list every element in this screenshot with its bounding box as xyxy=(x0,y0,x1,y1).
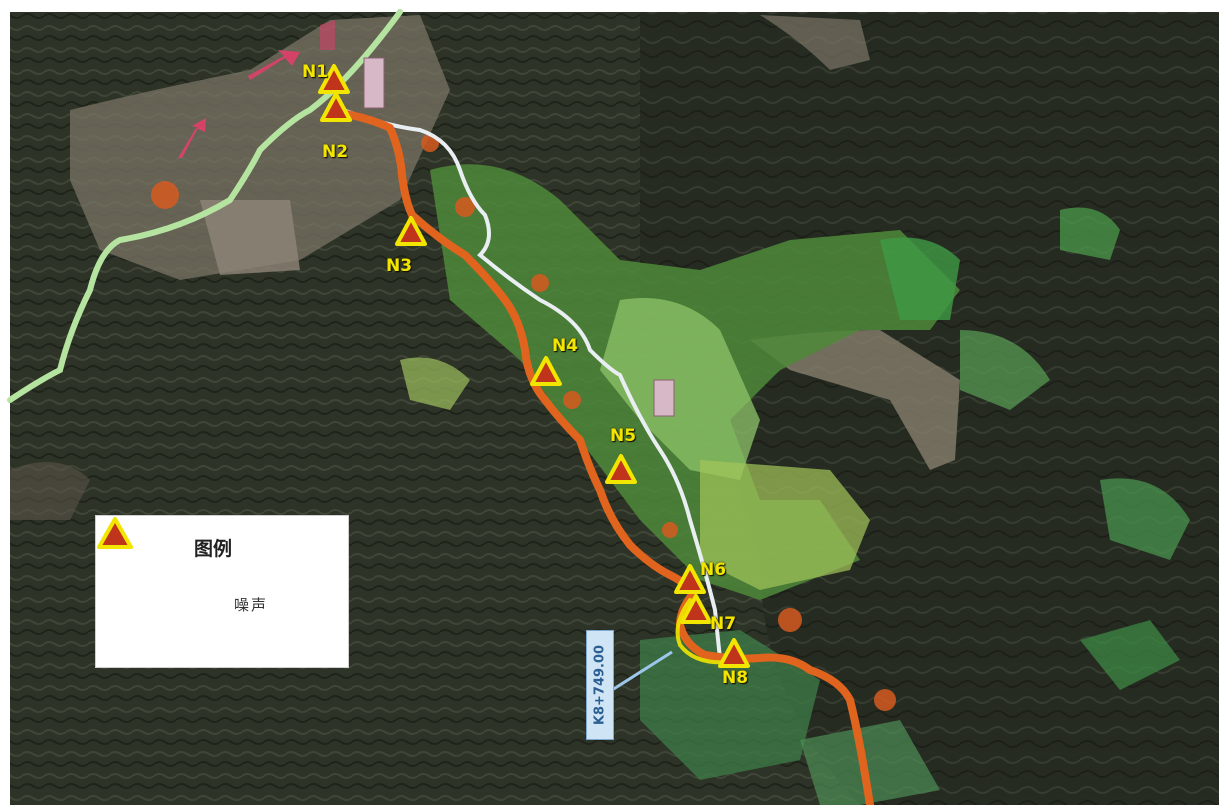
village-area-2 xyxy=(200,200,300,275)
route-highlight xyxy=(675,598,732,665)
point-label-n3: N3 xyxy=(386,256,413,276)
callout-line xyxy=(611,650,673,692)
route-callout-label: K8+749.00 xyxy=(586,630,614,740)
green-field-11 xyxy=(800,720,940,805)
point-label-n2: N2 xyxy=(322,142,349,162)
monitoring-point-n1[interactable] xyxy=(318,64,350,94)
left-margin xyxy=(0,0,10,805)
bare-top-right xyxy=(760,15,870,70)
monitoring-point-n2[interactable] xyxy=(320,92,352,122)
green-field-5 xyxy=(960,330,1050,410)
monitoring-point-n7[interactable] xyxy=(680,594,712,624)
point-label-n5: N5 xyxy=(610,426,637,446)
point-label-n4: N4 xyxy=(552,336,579,356)
route-callout-text: K8+749.00 xyxy=(592,644,608,726)
building-marker-2 xyxy=(653,379,675,417)
green-field-7 xyxy=(1100,478,1190,560)
route-line xyxy=(336,109,874,805)
top-margin xyxy=(0,0,1219,12)
green-field-3 xyxy=(700,460,870,590)
monitoring-point-n4[interactable] xyxy=(530,356,562,386)
monitoring-point-n5[interactable] xyxy=(605,454,637,484)
monitoring-points xyxy=(318,64,750,668)
red-arrows xyxy=(178,20,335,158)
point-label-n6: N6 xyxy=(700,560,727,580)
orange-patches xyxy=(151,134,896,711)
monitoring-point-n8[interactable] xyxy=(718,638,750,668)
map-legend: 图例 噪声 xyxy=(95,515,349,668)
legend-title: 图例 xyxy=(194,538,233,560)
point-label-n8: N8 xyxy=(722,668,749,688)
legend-item-label: 噪声 xyxy=(234,596,269,614)
river-line xyxy=(7,9,403,403)
green-field-6 xyxy=(1060,207,1120,260)
green-field-9 xyxy=(640,630,820,780)
building-marker-1 xyxy=(363,57,385,109)
green-field-4 xyxy=(880,237,960,320)
bare-ridge xyxy=(750,330,960,470)
green-field-2 xyxy=(600,298,760,480)
monitoring-point-n3[interactable] xyxy=(395,216,427,246)
monitoring-point-n6[interactable] xyxy=(674,564,706,594)
point-label-n7: N7 xyxy=(710,614,737,634)
green-field-10 xyxy=(400,357,470,410)
point-label-n1: N1 xyxy=(302,62,329,82)
green-field-8 xyxy=(1080,620,1180,690)
triangle-marker-icon xyxy=(97,517,133,549)
road-line xyxy=(328,103,722,660)
bare-left xyxy=(10,462,90,520)
